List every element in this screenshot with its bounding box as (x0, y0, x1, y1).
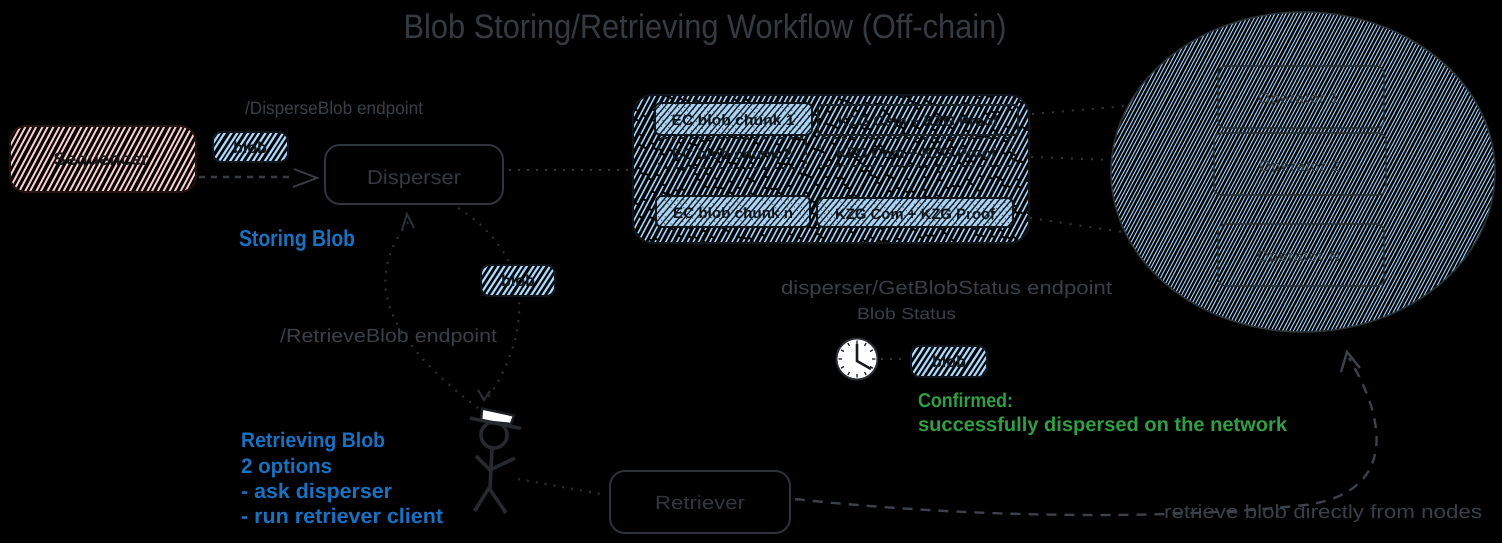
svg-text:Operator 1: Operator 1 (1258, 90, 1340, 107)
svg-text:2 options: 2 options (241, 455, 332, 478)
svg-text:Sequencer: Sequencer (54, 149, 149, 169)
svg-text:KZG Com + KZG Proof: KZG Com + KZG Proof (835, 206, 996, 223)
svg-text:retrieve blob directly from no: retrieve blob directly from nodes (1164, 502, 1482, 523)
svg-text:EC blob chunk n: EC blob chunk n (673, 205, 793, 222)
svg-text:blob: blob (233, 140, 267, 157)
svg-text:Retriever: Retriever (655, 493, 746, 514)
svg-text:successfully dispersed on the: successfully dispersed on the network (918, 414, 1288, 436)
svg-text:Operator N: Operator N (1257, 248, 1341, 265)
svg-text:disperser/GetBlobStatus endpoi: disperser/GetBlobStatus endpoint (781, 278, 1113, 299)
svg-text:blob: blob (932, 354, 966, 371)
svg-text:KZG Com + KZG Proof: KZG Com + KZG Proof (838, 113, 999, 130)
svg-text:EC blob chunk 2: EC blob chunk 2 (672, 146, 792, 163)
svg-text:/RetrieveBlob endpoint: /RetrieveBlob endpoint (280, 326, 498, 347)
svg-text:Operator 2: Operator 2 (1259, 158, 1341, 175)
svg-text:- ask disperser: - ask disperser (241, 480, 392, 503)
svg-text:blob: blob (501, 273, 535, 290)
svg-text:Storing Blob: Storing Blob (239, 225, 355, 251)
svg-text:Blob Storing/Retrieving Workfl: Blob Storing/Retrieving Workflow (Off-ch… (404, 8, 1007, 46)
svg-text:- run retriever client: - run retriever client (241, 505, 443, 528)
svg-text:Confirmed:: Confirmed: (918, 390, 1013, 412)
svg-text:EC blob chunk 1: EC blob chunk 1 (672, 112, 795, 129)
svg-text:Retrieving Blob: Retrieving Blob (241, 429, 385, 452)
svg-text:KZG Com + KZG Proof: KZG Com + KZG Proof (836, 145, 997, 162)
svg-text:Blob Status: Blob Status (857, 306, 956, 323)
svg-text:Disperser: Disperser (367, 167, 461, 189)
svg-text:/DisperseBlob endpoint: /DisperseBlob endpoint (245, 98, 423, 118)
